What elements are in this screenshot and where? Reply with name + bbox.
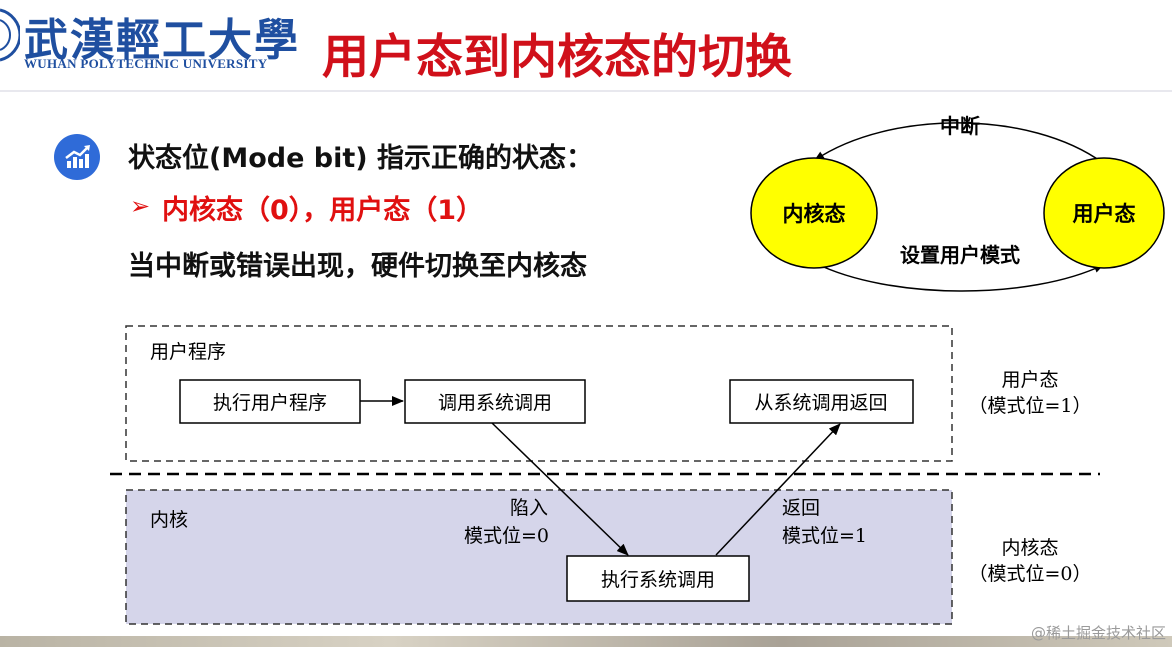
return-arrow xyxy=(715,423,841,556)
mode-bit-statement: 状态位(Mode bit) 指示正确的状态： xyxy=(128,143,594,174)
user-mode-label: 用户态 xyxy=(1073,202,1136,226)
kernel-region xyxy=(125,489,953,625)
return-mode-bit-label: 模式位=1 xyxy=(782,525,867,547)
interrupt-statement: 当中断或错误出现，硬件切换至内核态 xyxy=(128,251,587,282)
user-program-region-label: 用户程序 xyxy=(150,341,226,363)
university-logo-english: WUHAN POLYTECHNIC UNIVERSITY xyxy=(24,56,268,71)
header-divider xyxy=(0,90,1172,92)
return-label: 返回 xyxy=(782,497,820,519)
return-from-syscall-box xyxy=(729,379,914,424)
watermark: @稀土掘金技术社区 xyxy=(1030,624,1166,642)
slide-title: 用户态到内核态的切换 xyxy=(322,30,792,85)
exec-syscall-text: 执行系统调用 xyxy=(601,569,715,591)
set-user-mode-arc xyxy=(814,262,1104,292)
footer-photo-strip xyxy=(0,636,1172,647)
kernel-mode-side-label: 内核态 xyxy=(1001,537,1058,559)
mode-bit-values: 内核态（0），用户态（1） xyxy=(162,195,484,226)
chart-growth-icon xyxy=(54,134,100,180)
kernel-mode-bit-side-label: （模式位=0） xyxy=(968,563,1091,585)
exec-user-program-text: 执行用户程序 xyxy=(213,392,327,414)
interrupt-label: 中断 xyxy=(940,114,980,138)
kernel-region-label: 内核 xyxy=(150,509,188,531)
trap-arrow xyxy=(491,422,629,556)
user-mode-circle xyxy=(1043,157,1165,269)
kernel-mode-label: 内核态 xyxy=(783,202,846,226)
set-user-mode-label: 设置用户模式 xyxy=(900,243,1020,267)
user-program-region xyxy=(125,325,953,462)
user-mode-side-label: 用户态 xyxy=(1001,369,1058,391)
university-seal-icon xyxy=(0,8,20,62)
interrupt-arc xyxy=(814,122,1104,164)
trap-label: 陷入 xyxy=(510,497,548,519)
kernel-mode-circle xyxy=(750,157,878,269)
university-logo-chinese: 武漢輕工大學 xyxy=(24,15,300,66)
call-syscall-box xyxy=(404,379,586,424)
trap-mode-bit-label: 模式位=0 xyxy=(464,525,549,547)
arrow-bullet-icon: ➢ xyxy=(130,192,151,220)
call-syscall-text: 调用系统调用 xyxy=(438,392,552,414)
exec-syscall-box xyxy=(566,555,750,602)
user-mode-bit-side-label: （模式位=1） xyxy=(968,395,1091,417)
exec-user-program-box xyxy=(179,379,361,424)
return-from-syscall-text: 从系统调用返回 xyxy=(754,392,887,414)
